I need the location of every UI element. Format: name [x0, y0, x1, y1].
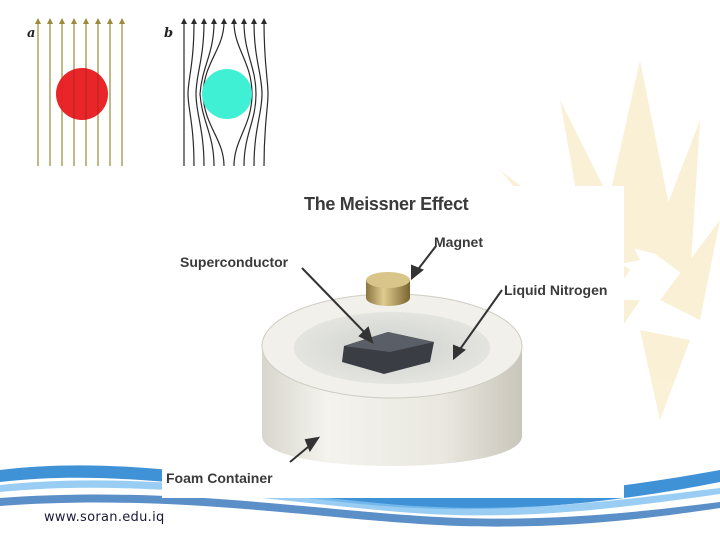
sphere-superconducting [202, 69, 252, 119]
figure-b-field-lines [178, 14, 276, 170]
callout-liquid-nitrogen: Liquid Nitrogen [504, 282, 607, 298]
figure-title: The Meissner Effect [304, 194, 468, 215]
figure-b-label: b [164, 26, 173, 41]
figure-a-field-lines [30, 14, 136, 170]
foam-container-illustration [162, 186, 624, 498]
callout-foam-container: Foam Container [166, 470, 273, 486]
figure-a-label: a [27, 26, 35, 41]
sphere-normal [56, 68, 108, 120]
callout-magnet: Magnet [434, 234, 483, 250]
callout-superconductor: Superconductor [180, 254, 288, 270]
footer-url[interactable]: www.soran.edu.iq [44, 510, 165, 525]
meissner-effect-figure: The Meissner Effect Superconductor Magne… [162, 186, 624, 498]
